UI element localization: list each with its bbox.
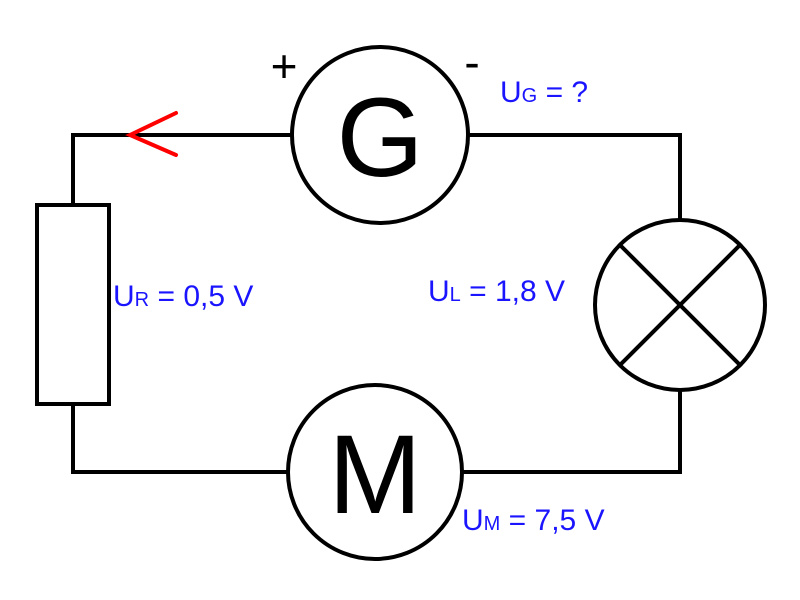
bottom-left-wire bbox=[71, 402, 290, 474]
current-direction-arrow-icon bbox=[125, 111, 178, 157]
resistor-voltage-label: UR = 0,5 V bbox=[113, 280, 253, 313]
top-right-wire bbox=[466, 133, 682, 222]
lamp-voltage-label: UL = 1,8 V bbox=[428, 275, 565, 308]
generator-circle bbox=[290, 45, 470, 225]
generator-minus-sign: - bbox=[464, 36, 479, 88]
motor-symbol: M bbox=[328, 412, 421, 537]
bottom-right-wire bbox=[460, 388, 682, 474]
motor-voltage-label: UM = 7,5 V bbox=[462, 504, 605, 537]
generator-plus-sign: + bbox=[271, 40, 298, 92]
generator-voltage-label: UG = ? bbox=[500, 76, 588, 109]
lamp-cross-icon bbox=[593, 218, 767, 392]
motor: M bbox=[286, 383, 464, 561]
circuit-wires bbox=[71, 133, 682, 474]
generator: G bbox=[290, 45, 470, 225]
motor-circle bbox=[286, 383, 464, 561]
top-left-wire bbox=[71, 133, 294, 207]
resistor bbox=[35, 203, 111, 406]
lamp-cross-line-2 bbox=[617, 242, 743, 368]
generator-symbol: G bbox=[336, 75, 423, 200]
